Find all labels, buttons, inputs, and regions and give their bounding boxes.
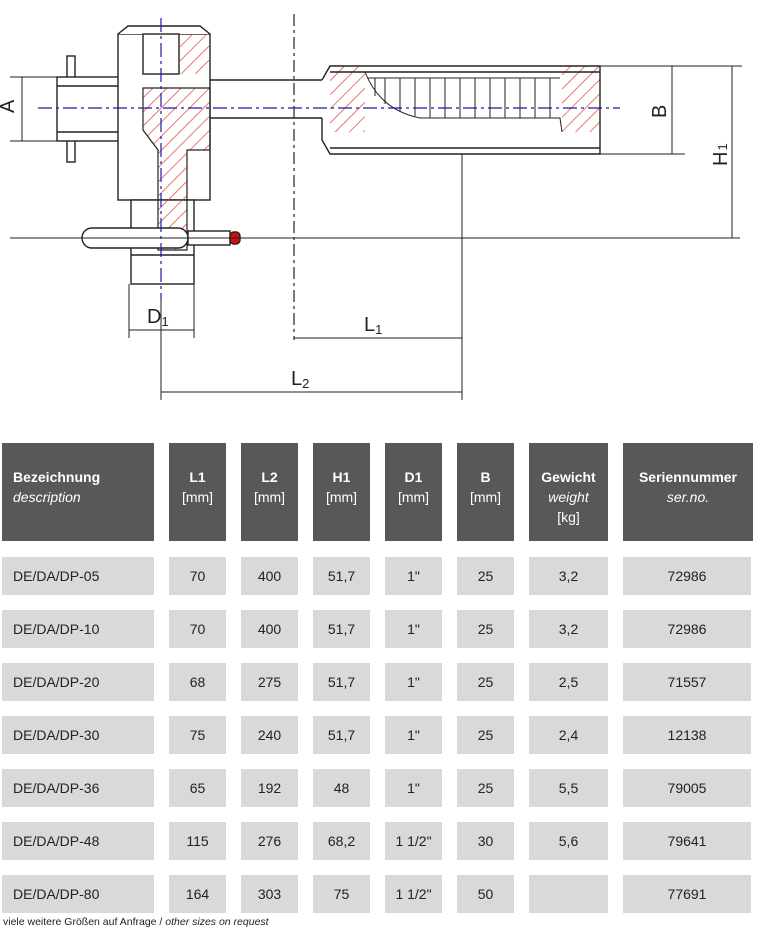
cell-h1: 51,7 — [313, 716, 370, 754]
cell-h1: 75 — [313, 875, 370, 913]
table-header-l1: L1[mm] — [169, 443, 226, 541]
table-header-h1: H1[mm] — [313, 443, 370, 541]
cell-l1: 75 — [169, 716, 226, 754]
cell-l2: 400 — [241, 557, 298, 595]
cell-description: DE/DA/DP-80 — [2, 875, 154, 913]
technical-drawing: A B H1 D1 L1 L2 — [0, 14, 742, 400]
cell-serial: 79005 — [623, 769, 751, 807]
dimension-d1-label: D1 — [147, 306, 169, 329]
cell-d1: 1" — [385, 663, 442, 701]
cell-weight: 3,2 — [529, 557, 608, 595]
cell-weight: 2,5 — [529, 663, 608, 701]
cell-l2: 276 — [241, 822, 298, 860]
cell-h1: 48 — [313, 769, 370, 807]
cell-description: DE/DA/DP-36 — [2, 769, 154, 807]
footnote: viele weitere Größen auf Anfrage / other… — [3, 916, 269, 928]
cell-h1: 51,7 — [313, 663, 370, 701]
cell-d1: 1 1/2" — [385, 822, 442, 860]
cell-weight: 2,4 — [529, 716, 608, 754]
dimension-a-label: A — [0, 99, 19, 113]
cell-l1: 70 — [169, 557, 226, 595]
cell-weight: 5,5 — [529, 769, 608, 807]
cell-h1: 51,7 — [313, 610, 370, 648]
thread-detail — [364, 71, 563, 133]
cell-l1: 68 — [169, 663, 226, 701]
cell-b: 50 — [457, 875, 514, 913]
cell-l1: 65 — [169, 769, 226, 807]
cell-b: 30 — [457, 822, 514, 860]
table-header-b: B[mm] — [457, 443, 514, 541]
cell-l2: 275 — [241, 663, 298, 701]
cell-l2: 400 — [241, 610, 298, 648]
arm — [210, 65, 601, 155]
cell-h1: 68,2 — [313, 822, 370, 860]
centerlines — [38, 18, 620, 300]
cell-serial: 79641 — [623, 822, 751, 860]
cell-l1: 164 — [169, 875, 226, 913]
cell-serial: 12138 — [623, 716, 751, 754]
dimension-l2-label: L2 — [291, 368, 309, 391]
cell-description: DE/DA/DP-30 — [2, 716, 154, 754]
cell-l2: 192 — [241, 769, 298, 807]
cell-serial: 72986 — [623, 557, 751, 595]
cell-h1: 51,7 — [313, 557, 370, 595]
cell-l2: 303 — [241, 875, 298, 913]
cell-serial: 72986 — [623, 610, 751, 648]
cell-serial: 71557 — [623, 663, 751, 701]
cell-d1: 1" — [385, 557, 442, 595]
cell-l1: 115 — [169, 822, 226, 860]
dimension-h1-label: H1 — [710, 143, 732, 166]
dimension-h1 — [685, 65, 742, 238]
dimension-l1 — [294, 154, 463, 400]
cell-b: 25 — [457, 769, 514, 807]
cell-description: DE/DA/DP-48 — [2, 822, 154, 860]
cell-l2: 240 — [241, 716, 298, 754]
table-header-l2: L2[mm] — [241, 443, 298, 541]
dimension-l1-label: L1 — [364, 314, 382, 337]
cell-description: DE/DA/DP-10 — [2, 610, 154, 648]
cell-d1: 1 1/2" — [385, 875, 442, 913]
cell-d1: 1" — [385, 716, 442, 754]
cell-b: 25 — [457, 716, 514, 754]
table-header-d1: D1[mm] — [385, 443, 442, 541]
cell-weight — [529, 875, 608, 913]
cell-serial: 77691 — [623, 875, 751, 913]
cell-l1: 70 — [169, 610, 226, 648]
cell-d1: 1" — [385, 769, 442, 807]
cell-b: 25 — [457, 610, 514, 648]
left-flange — [56, 55, 120, 163]
cell-d1: 1" — [385, 610, 442, 648]
dimension-l2 — [160, 300, 462, 400]
section-hatch — [142, 34, 600, 251]
cell-description: DE/DA/DP-05 — [2, 557, 154, 595]
cell-b: 25 — [457, 557, 514, 595]
cell-description: DE/DA/DP-20 — [2, 663, 154, 701]
cell-weight: 3,2 — [529, 610, 608, 648]
dimension-b — [600, 65, 685, 155]
dimension-b-label: B — [649, 105, 671, 118]
dimension-a — [10, 76, 57, 142]
cell-b: 25 — [457, 663, 514, 701]
cell-weight: 5,6 — [529, 822, 608, 860]
